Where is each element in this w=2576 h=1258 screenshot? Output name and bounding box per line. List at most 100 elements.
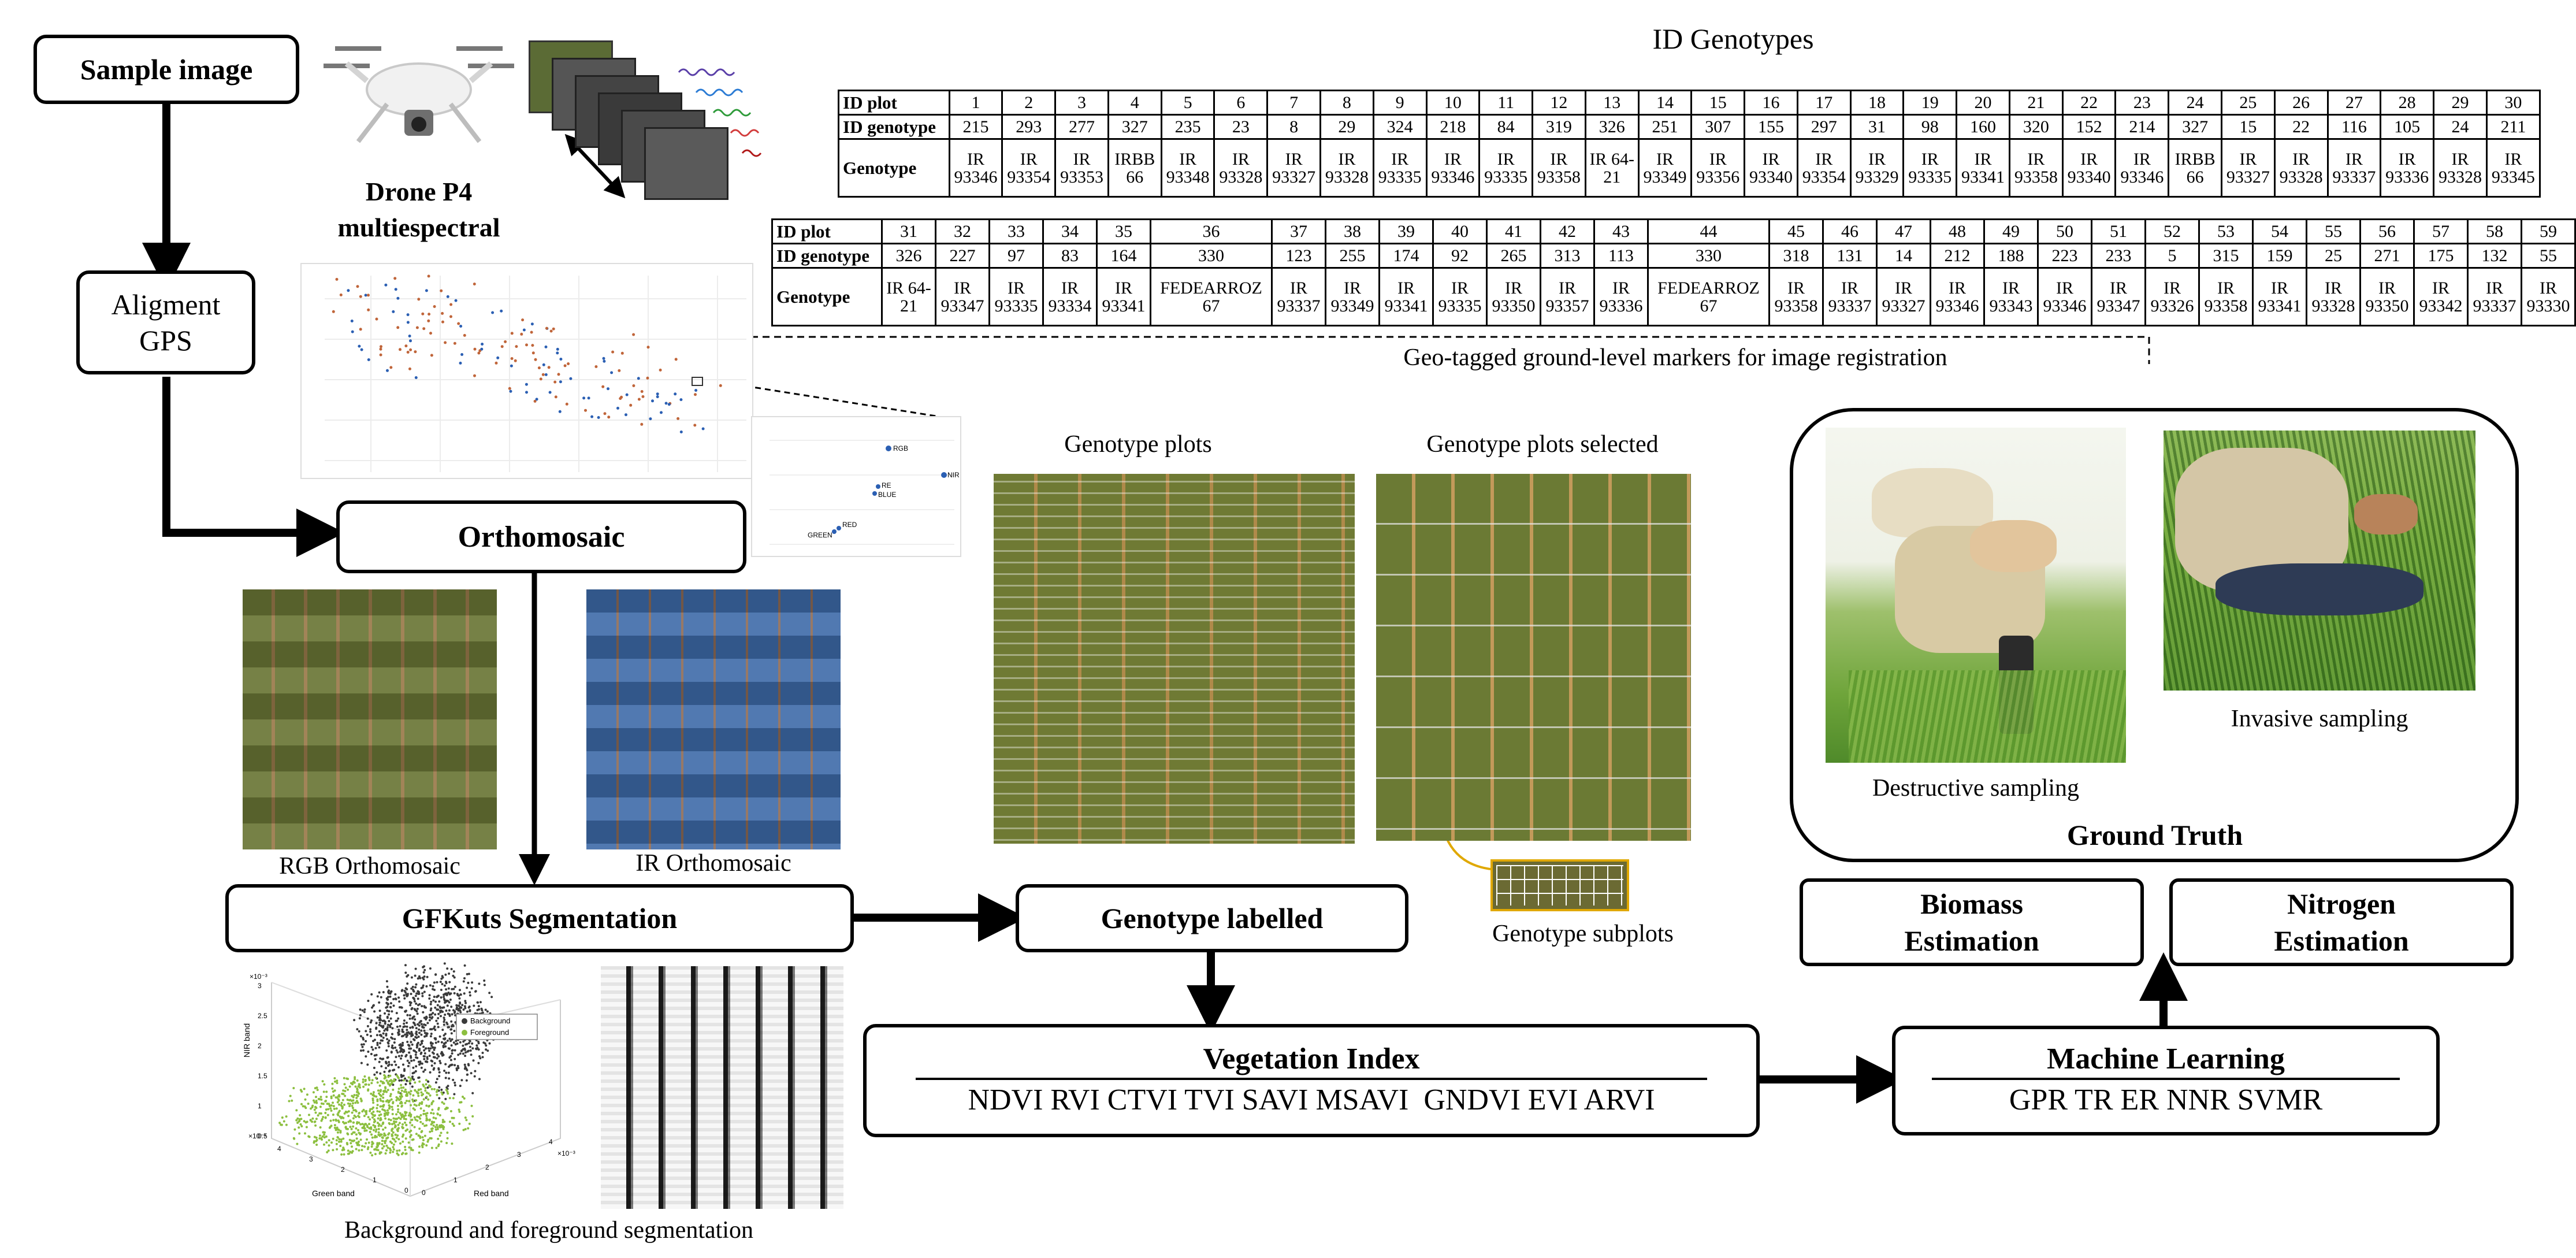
table-cell: 24 — [2168, 90, 2222, 116]
table-cell: 251 — [1637, 114, 1693, 140]
table-cell: IR 93358 — [1532, 138, 1586, 198]
arrow-alignment-to-orthomosaic — [162, 377, 345, 557]
axis-nir-label: NIR band — [242, 1023, 251, 1057]
table-cell: 97 — [988, 243, 1044, 269]
table-cell: IR 93337 — [1822, 267, 1878, 326]
table-cell: 319 — [1532, 114, 1586, 140]
sample-image-label: Sample image — [80, 53, 253, 86]
table-cell: IR 93326 — [2144, 267, 2200, 326]
destructive-sampling-photo — [1826, 428, 2126, 763]
ir-orthomosaic-image — [586, 589, 841, 849]
table-cell: 92 — [1432, 243, 1488, 269]
table-cell: 315 — [2198, 243, 2254, 269]
nitrogen-estimation-box: Nitrogen Estimation — [2169, 878, 2514, 966]
table-cell: 318 — [1768, 243, 1824, 269]
table-cell: 15 — [1690, 90, 1746, 116]
table-cell: FEDEARROZ 67 — [1150, 267, 1273, 326]
multispectral-stack-icon — [529, 40, 771, 214]
table-cell: IR 93337 — [2326, 138, 2382, 198]
drone-label-line1: Drone P4 — [365, 177, 473, 206]
table-cell: 36 — [1150, 218, 1273, 244]
table-cell: IR 93335 — [988, 267, 1044, 326]
inset-label-nir: NIR — [947, 471, 960, 479]
inset-label-green: GREEN — [808, 531, 832, 539]
table-cell: 233 — [2091, 243, 2146, 269]
table-cell: 40 — [1432, 218, 1488, 244]
table-cell: 14 — [1637, 90, 1693, 116]
table-cell: IR 93354 — [1796, 138, 1852, 198]
table-cell: 265 — [1486, 243, 1541, 269]
row-header: ID genotype — [771, 243, 883, 269]
orthomosaic-box: Orthomosaic — [336, 500, 746, 573]
table-cell: 113 — [1593, 243, 1649, 269]
table-cell: IR 93358 — [2008, 138, 2064, 198]
table-cell: IR 93336 — [1593, 267, 1649, 326]
drone-label-line2: multiespectral — [337, 213, 500, 242]
table-cell: 131 — [1822, 243, 1878, 269]
genotype-plots-selected-image — [1376, 474, 1691, 841]
table-cell: 132 — [2467, 243, 2522, 269]
table-cell: 327 — [1107, 114, 1162, 140]
table-cell: IR 93334 — [1042, 267, 1098, 326]
axis-green-label: Green band — [312, 1189, 355, 1198]
green-tick-label: 3 — [309, 1155, 313, 1163]
table-cell: 31 — [1849, 114, 1905, 140]
destructive-sampling-label: Destructive sampling — [1872, 775, 2080, 801]
table-cell: IR 93328 — [1319, 138, 1374, 198]
table-cell: 175 — [2413, 243, 2469, 269]
table-cell: IR 93346 — [2037, 267, 2092, 326]
table-cell: IR 64-21 — [1584, 138, 1640, 198]
axis-red-label: Red band — [474, 1189, 509, 1198]
red-tick-label: 3 — [517, 1151, 521, 1159]
genotype-labelled-label: Genotype labelled — [1101, 902, 1324, 934]
table-cell: 7 — [1266, 90, 1321, 116]
table-cell: IR 93347 — [935, 267, 990, 326]
table-cell: IR 93356 — [1690, 138, 1746, 198]
table-cell: 55 — [2521, 243, 2576, 269]
table-cell: 277 — [1054, 114, 1109, 140]
table-cell: IR 93347 — [2091, 267, 2146, 326]
table-cell: 45 — [1768, 218, 1824, 244]
table-cell: IR 93328 — [2433, 138, 2488, 198]
table-cell: 116 — [2326, 114, 2382, 140]
table-cell: IR 93337 — [1271, 267, 1326, 326]
table-cell: 174 — [1378, 243, 1434, 269]
table-cell: 6 — [1213, 90, 1269, 116]
vegetation-index-box: Vegetation Index NDVI RVI CTVI TVI SAVI … — [863, 1024, 1760, 1137]
table-cell: 12 — [1532, 90, 1586, 116]
red-exponent: ×10⁻³ — [557, 1149, 575, 1157]
table-cell: IR 93343 — [1983, 267, 2039, 326]
table-cell: 29 — [2433, 90, 2488, 116]
table-cell: 255 — [1325, 243, 1380, 269]
table-cell: 155 — [1744, 114, 1798, 140]
machine-learning-list: GPR TR ER NNR SVMR — [2009, 1083, 2323, 1116]
table-cell: 5 — [1160, 90, 1215, 116]
table-cell: 58 — [2467, 218, 2522, 244]
table-cell: FEDEARROZ 67 — [1647, 267, 1770, 326]
table-cell: 214 — [2114, 114, 2170, 140]
z-tick-label: 0.5 — [258, 1132, 267, 1140]
table-cell: 46 — [1822, 218, 1878, 244]
rgb-orthomosaic-label: RGB Orthomosaic — [279, 853, 460, 880]
table-cell: IR 93346 — [1425, 138, 1481, 198]
gfkuts-label: GFKuts Segmentation — [402, 902, 678, 934]
table-cell: 25 — [2221, 90, 2276, 116]
table-cell: 23 — [2114, 90, 2170, 116]
table-cell: 14 — [1876, 243, 1931, 269]
alignment-gps-box: Aligment GPS — [76, 270, 255, 374]
table-cell: IR 93354 — [1001, 138, 1057, 198]
table-cell: 18 — [1849, 90, 1905, 116]
table-cell: 1 — [948, 90, 1003, 116]
table-cell: 5 — [2144, 243, 2200, 269]
table-cell: IR 93327 — [2221, 138, 2276, 198]
table-cell: IR 93353 — [1054, 138, 1109, 198]
red-tick-label: 4 — [549, 1138, 553, 1146]
table-cell: IR 93335 — [1372, 138, 1428, 198]
table-cell: 164 — [1096, 243, 1151, 269]
table-cell: 23 — [1213, 114, 1269, 140]
table-cell: 22 — [2061, 90, 2117, 116]
table-cell: IR 93327 — [1266, 138, 1321, 198]
